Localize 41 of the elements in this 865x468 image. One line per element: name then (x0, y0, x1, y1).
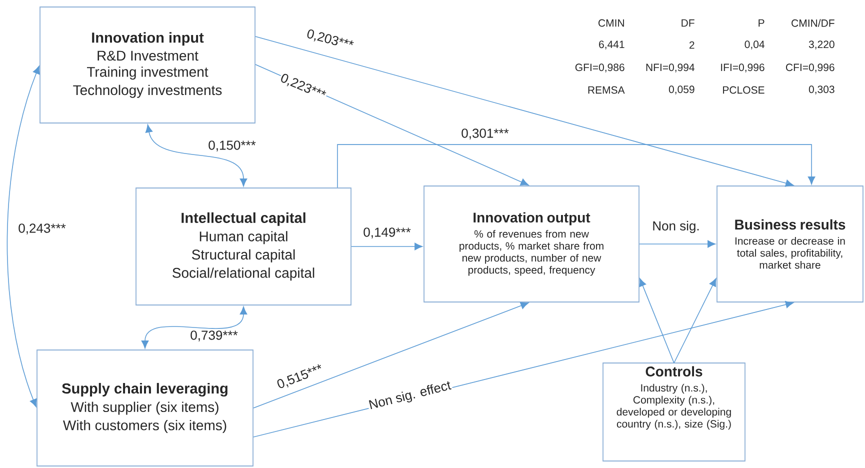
table-cell: DF (682, 19, 694, 27)
edge-label: 0,301*** (460, 128, 510, 140)
table-cell: REMSA (588, 86, 625, 94)
box: Innovation output % of revenues from new products, % market share from new products, number of new products, speed, frequency (424, 186, 640, 302)
edge-label: Non sig. (651, 220, 701, 234)
arrow (639, 278, 674, 364)
table-cell: CMIN/DF (792, 19, 834, 27)
table-cell: 2 (690, 41, 694, 49)
table-cell: CMIN (598, 19, 624, 27)
arrow (337, 144, 816, 188)
box: Controls Industry (n.s.), Complexity (n.s.), developed or developing country (n.s.), size (Sig.) (602, 362, 746, 462)
arrow (674, 278, 716, 364)
arrow (6, 66, 40, 408)
edge-label: 0,203*** (304, 27, 356, 53)
edge-label: 0,149*** (362, 226, 412, 240)
arrow (145, 124, 248, 187)
table-cell: P (758, 19, 764, 27)
edge-label: 0,223*** (278, 71, 328, 103)
table-cell: 0,04 (744, 40, 764, 50)
edge-label: 0,150*** (207, 140, 257, 152)
arrow (351, 242, 423, 250)
table-cell: 0,059 (668, 86, 694, 94)
edge-label: 0,243*** (17, 222, 67, 236)
table-cell: PCLOSE (723, 86, 764, 94)
arrow (253, 302, 529, 408)
table-cell: CFI=0,996 (786, 64, 834, 72)
edge-label: Non sig. effect (366, 378, 454, 414)
table-cell: IFI=0,996 (721, 64, 764, 72)
arrow (255, 36, 794, 187)
table-cell: NFI=0,994 (646, 64, 694, 72)
box: Supply chain leveraging With supplier (six items) With customers (six items) (36, 350, 254, 466)
edge-label: 0,739*** (189, 330, 239, 342)
box: Business results Increase or decrease in total sales, profitability, market share (716, 186, 864, 302)
table-cell: 6,441 (599, 40, 624, 50)
table-cell: 0,303 (808, 86, 834, 94)
table-cell: GFI=0,986 (575, 64, 624, 72)
box: Intellectual capital Human capital Structural capital Social/relational capital (136, 188, 352, 306)
arrow (639, 240, 716, 248)
table-cell: 3,220 (808, 40, 834, 50)
box: Innovation input R&D Investment Training investment Technology investments (40, 6, 256, 124)
arrow (141, 306, 248, 349)
